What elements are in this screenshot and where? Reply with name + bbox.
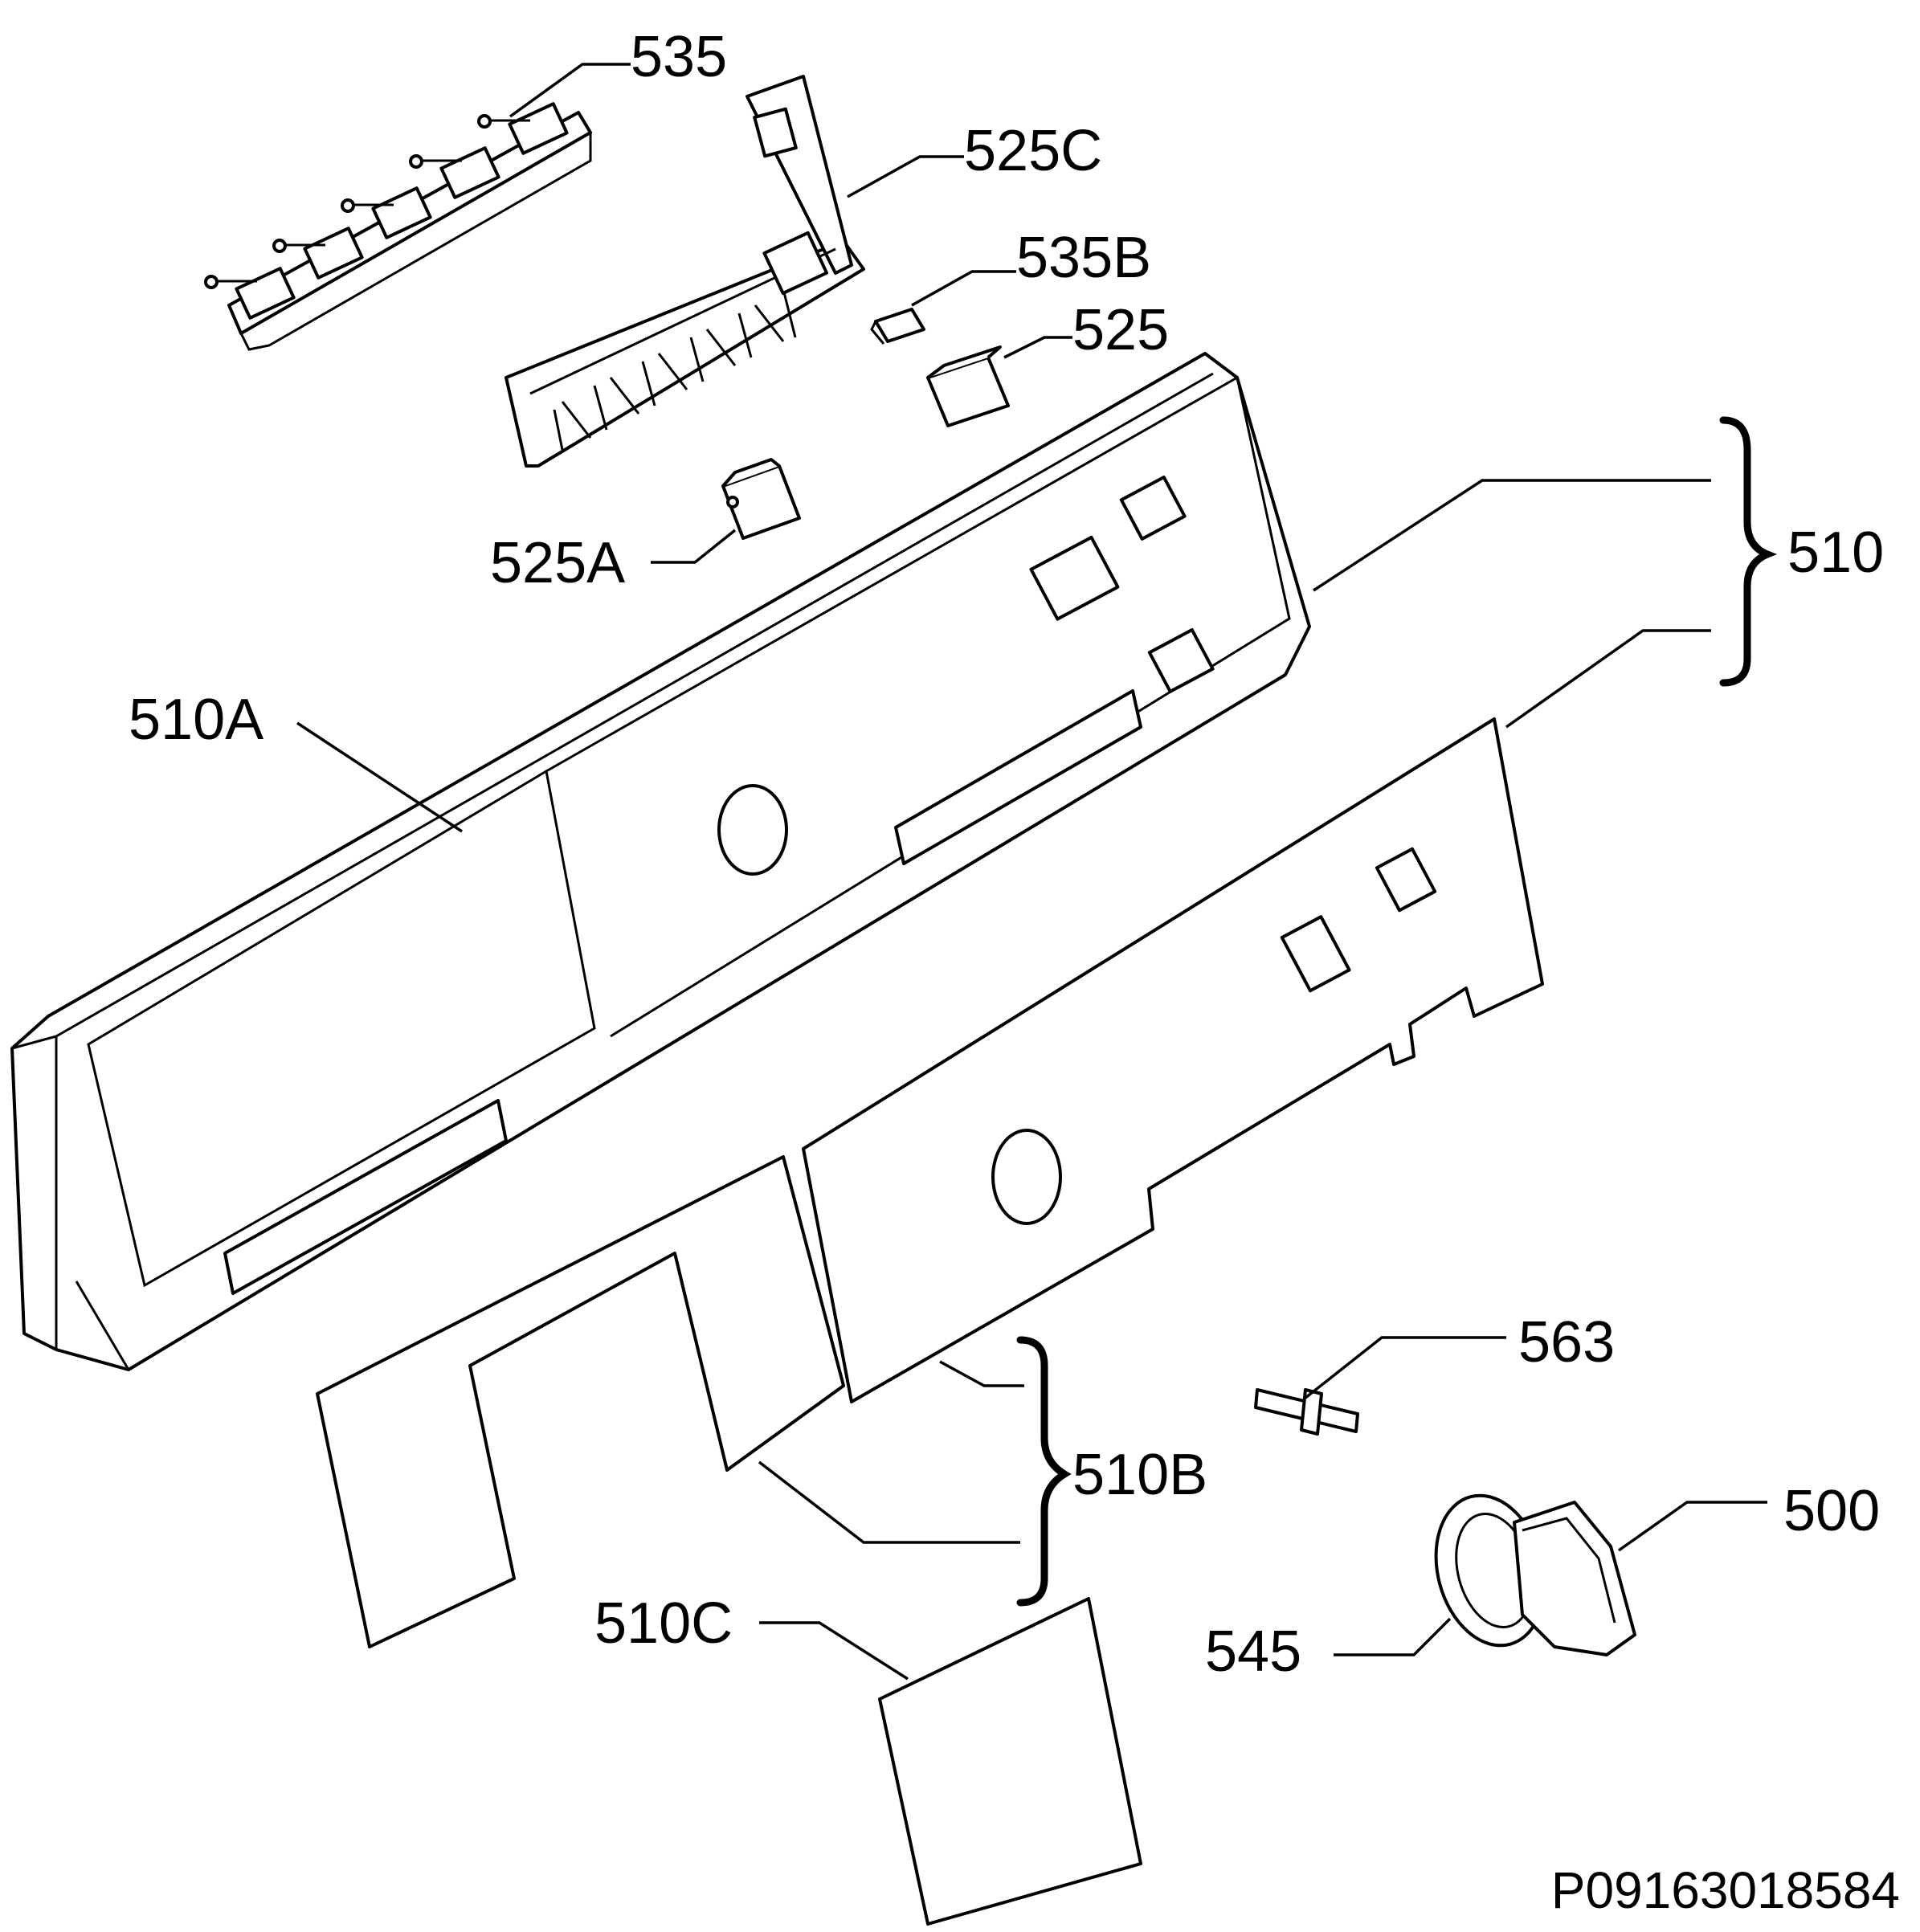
part-563-pin [1254,1388,1359,1436]
label-510A: 510A [129,688,263,752]
leader-500 [1617,1501,1767,1552]
leader-510B-lower [758,1460,1020,1544]
label-535B: 535B [1016,226,1151,290]
leader-lines [296,63,1767,1681]
part-535B-clip [870,308,925,345]
drawing-id: P09163018584 [1551,1861,1900,1919]
label-535: 535 [631,25,727,89]
label-525A: 525A [490,531,625,595]
label-545: 545 [1205,1620,1301,1684]
leader-535 [509,63,631,118]
brace-510B [1016,1336,1072,1607]
leader-510-lower [1505,629,1711,729]
label-510C: 510C [594,1591,733,1656]
label-500: 500 [1783,1479,1880,1543]
part-535-button-carrier [204,102,592,351]
label-525C: 525C [964,119,1102,183]
part-labels: 535 525C 535B 525 525A 510 510A 563 510B… [129,25,1884,1684]
label-525: 525 [1072,298,1169,362]
leader-545 [1334,1617,1452,1656]
leader-525A [651,529,737,564]
part-510B-left-foil [316,1155,845,1648]
part-525-button [926,345,1010,427]
leader-535B [911,270,1016,307]
leader-525C [847,155,964,198]
leader-510B-upper [939,1360,1024,1387]
leader-525 [1003,336,1072,359]
part-500-knob [1434,1493,1636,1656]
part-525A-button [721,458,801,540]
label-510B: 510B [1072,1443,1207,1507]
brace-510 [1719,416,1778,687]
label-510: 510 [1787,521,1884,585]
label-563: 563 [1518,1310,1615,1374]
leader-510-upper [1313,479,1711,592]
part-525C-control-frame [505,75,865,468]
leader-563 [1304,1336,1506,1399]
part-510B-front-foil [802,717,1544,1403]
part-510A-control-panel [10,352,1311,1371]
leader-510C [759,1621,909,1681]
part-510C-foil [878,1597,1142,1926]
leader-510A [296,721,463,833]
